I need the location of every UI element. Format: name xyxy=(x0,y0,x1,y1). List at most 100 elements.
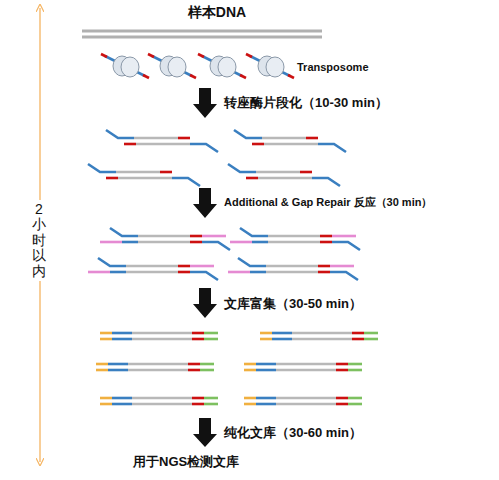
strand-segment xyxy=(364,332,378,335)
adapter-tail xyxy=(332,242,360,250)
strand-segment xyxy=(202,235,226,238)
strand-segment xyxy=(318,271,330,274)
strand-segment xyxy=(262,137,306,140)
strand-segment xyxy=(188,369,200,372)
strand-segment xyxy=(348,403,362,406)
strand-segment xyxy=(190,265,214,268)
strand-segment xyxy=(336,369,348,372)
strand-segment xyxy=(138,235,190,238)
transposon-tip xyxy=(246,54,252,57)
strand-segment xyxy=(108,363,128,366)
strand-segment xyxy=(204,332,218,335)
strand-segment xyxy=(192,403,204,406)
adapter-tail xyxy=(172,178,200,186)
transposon-tip xyxy=(288,75,294,78)
strand-segment xyxy=(256,171,300,174)
strand-segment xyxy=(138,241,190,244)
strand-segment xyxy=(192,332,204,335)
strand-segment xyxy=(252,241,268,244)
strand-segment xyxy=(268,235,320,238)
strand-segment xyxy=(192,397,204,400)
strand-segment xyxy=(276,397,336,400)
step-label: Additional & Gap Repair 反应（30 min） xyxy=(224,195,432,210)
strand-segment xyxy=(364,338,378,341)
transposon-tip xyxy=(190,75,196,78)
strand-segment xyxy=(268,241,320,244)
strand-segment xyxy=(204,397,218,400)
strand-segment xyxy=(348,363,362,366)
adapter-tail xyxy=(88,164,116,172)
strand-segment xyxy=(272,338,292,341)
transposon-tip xyxy=(148,54,154,57)
step-label: 转座酶片段化（10-30 min） xyxy=(224,94,388,112)
strand-segment xyxy=(276,403,336,406)
strand-segment xyxy=(96,369,108,372)
adapter-tail xyxy=(228,164,256,172)
strand-segment xyxy=(112,338,132,341)
strand-segment xyxy=(260,332,272,335)
strand-segment xyxy=(204,338,218,341)
adapter-tail xyxy=(106,130,134,138)
step-arrow xyxy=(193,418,217,447)
strand-segment xyxy=(128,363,188,366)
result-label: 用于NGS检测文库 xyxy=(133,453,239,471)
strand-segment xyxy=(132,397,192,400)
strand-segment xyxy=(112,397,132,400)
strand-segment xyxy=(178,265,190,268)
strand-segment xyxy=(352,338,364,341)
strand-segment xyxy=(116,171,160,174)
strand-segment xyxy=(126,265,178,268)
strand-segment xyxy=(112,332,132,335)
dna-strand xyxy=(82,36,322,39)
strand-segment xyxy=(320,241,332,244)
strand-segment xyxy=(336,397,348,400)
strand-segment xyxy=(126,271,178,274)
adapter-tail xyxy=(98,258,126,266)
transposase-subunit xyxy=(218,57,236,77)
strand-segment xyxy=(190,235,202,238)
strand-segment xyxy=(132,403,192,406)
strand-segment xyxy=(264,143,318,146)
step-label: 纯化文库（30-60 min） xyxy=(224,424,362,442)
strand-segment xyxy=(292,332,352,335)
strand-segment xyxy=(276,363,336,366)
transposase-subunit xyxy=(121,57,139,77)
strand-segment xyxy=(204,403,218,406)
strand-segment xyxy=(292,338,352,341)
step-label: 文库富集（30-50 min） xyxy=(224,295,362,313)
strand-segment xyxy=(100,241,122,244)
strand-segment xyxy=(250,271,266,274)
strand-segment xyxy=(190,241,202,244)
strand-segment xyxy=(256,403,276,406)
strand-segment xyxy=(352,332,364,335)
transposase-subunit xyxy=(266,57,284,77)
strand-segment xyxy=(332,235,356,238)
strand-segment xyxy=(320,235,332,238)
strand-segment xyxy=(160,171,172,174)
strand-segment xyxy=(256,363,276,366)
adapter-tail xyxy=(110,228,138,236)
strand-segment xyxy=(246,177,258,180)
strand-segment xyxy=(266,271,318,274)
strand-segment xyxy=(336,363,348,366)
duration-label: 2小时以内 xyxy=(32,200,46,281)
strand-segment xyxy=(178,137,190,140)
adapter-tail xyxy=(318,144,346,152)
adapter-tail xyxy=(312,178,340,186)
dna-strand xyxy=(82,30,322,33)
strand-segment xyxy=(188,363,200,366)
strand-segment xyxy=(258,177,312,180)
strand-segment xyxy=(136,143,190,146)
transposase-subunit xyxy=(168,57,186,77)
step-arrow xyxy=(193,288,217,318)
strand-segment xyxy=(134,137,178,140)
strand-segment xyxy=(266,265,318,268)
strand-segment xyxy=(348,369,362,372)
strand-segment xyxy=(110,271,126,274)
strand-segment xyxy=(106,177,118,180)
transposon-tip xyxy=(240,75,246,78)
adapter-tail xyxy=(190,144,218,152)
strand-segment xyxy=(192,338,204,341)
